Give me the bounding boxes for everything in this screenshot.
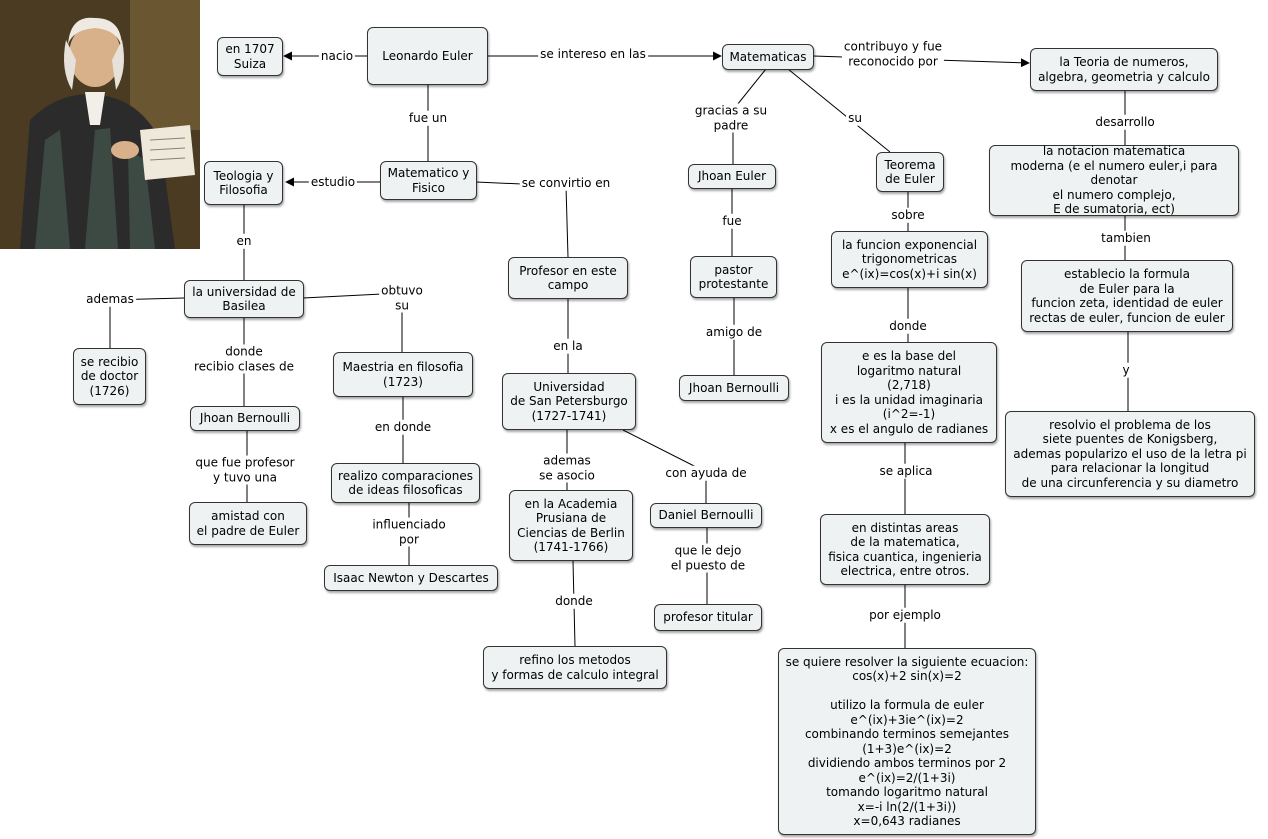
- node-teoria[interactable]: la Teoria de numeros, algebra, geometria…: [1030, 48, 1218, 91]
- link-label-intereso: se intereso en las: [538, 46, 648, 62]
- link-label-ademas: ademas: [84, 291, 136, 307]
- link-label-nacio: nacio: [318, 48, 356, 64]
- link-label-fue-un: fue un: [406, 110, 450, 126]
- node-academia-berlin[interactable]: en la Academia Prusiana de Ciencias de B…: [509, 490, 633, 561]
- node-comparaciones[interactable]: realizo comparaciones de ideas filosofic…: [331, 463, 480, 503]
- link-label-y: y: [1120, 362, 1132, 378]
- node-jhoan-bernoulli-2[interactable]: Jhoan Bernoulli: [679, 375, 789, 401]
- node-formula[interactable]: establecio la formula de Euler para la f…: [1021, 260, 1233, 332]
- node-konigsberg[interactable]: resolvio el problema de los siete puente…: [1005, 411, 1255, 497]
- link-label-dejo-puesto: que le dejo el puesto de: [668, 543, 748, 573]
- node-profesor[interactable]: Profesor en este campo: [508, 257, 628, 299]
- link-label-contribuyo: contribuyo y fue reconocido por: [841, 39, 945, 69]
- node-doctor[interactable]: se recibio de doctor (1726): [73, 348, 146, 405]
- link-label-convirtio: se convirtio en: [519, 175, 613, 191]
- node-matematico-fisico[interactable]: Matematico y Fisico: [380, 161, 477, 200]
- link-label-tambien: tambien: [1099, 230, 1153, 246]
- node-profesor-titular[interactable]: profesor titular: [654, 604, 762, 631]
- link-label-aplica: se aplica: [877, 463, 935, 479]
- link-label-amigo: amigo de: [703, 324, 765, 340]
- link-label-en-donde: en donde: [372, 419, 434, 435]
- node-matematicas[interactable]: Matematicas: [722, 44, 814, 70]
- node-funcion-exponencial[interactable]: la funcion exponencial trigonometricas e…: [831, 231, 988, 288]
- link-label-ademas-asocio: ademas se asocio: [537, 453, 597, 483]
- link-label-donde: donde: [553, 593, 595, 609]
- link-label-profesor-amistad: que fue profesor y tuvo una: [193, 455, 297, 485]
- leonhard-euler-portrait-icon: [0, 0, 200, 249]
- link-label-fue: fue: [720, 213, 744, 229]
- node-areas[interactable]: en distintas areas de la matematica, fis…: [820, 514, 990, 585]
- link-label-estudio: estudio: [308, 174, 358, 190]
- node-teologia[interactable]: Teologia y Filosofia: [204, 161, 283, 205]
- node-refino[interactable]: refino los metodos y formas de calculo i…: [483, 646, 667, 689]
- node-base-logaritmo[interactable]: e es la base del logaritmo natural (2,71…: [821, 342, 997, 443]
- link-label-gracias-padre: gracias a su padre: [692, 103, 770, 133]
- node-nacimiento[interactable]: en 1707 Suiza: [217, 37, 283, 76]
- node-amistad[interactable]: amistad con el padre de Euler: [189, 502, 307, 545]
- node-teorema[interactable]: Teorema de Euler: [876, 152, 944, 192]
- link-label-obtuvo: obtuvo su: [379, 283, 425, 313]
- link-label-su: su: [846, 110, 864, 126]
- node-universidad-basilea[interactable]: la universidad de Basilea: [184, 280, 304, 318]
- link-label-sobre: sobre: [889, 207, 927, 223]
- node-san-petersburgo[interactable]: Universidad de San Petersburgo (1727-174…: [502, 373, 636, 430]
- node-leonardo-euler[interactable]: Leonardo Euler: [367, 27, 488, 85]
- link-label-por-ejemplo: por ejemplo: [867, 607, 943, 623]
- link-label-donde-2: donde: [887, 318, 929, 334]
- node-daniel-bernoulli[interactable]: Daniel Bernoulli: [650, 503, 762, 528]
- link-label-desarrollo: desarrollo: [1093, 114, 1157, 130]
- link-label-en: en: [234, 233, 254, 249]
- link-label-donde-clases: donde recibio clases de: [191, 344, 297, 374]
- node-newton-descartes[interactable]: Isaac Newton y Descartes: [324, 565, 498, 591]
- link-label-influenciado: influenciado por: [370, 517, 448, 547]
- node-maestria[interactable]: Maestria en filosofia (1723): [333, 352, 473, 397]
- link-label-en-la: en la: [551, 338, 585, 354]
- node-notacion[interactable]: la notacion matematica moderna (e el num…: [989, 144, 1239, 216]
- euler-portrait: [0, 0, 200, 249]
- link-label-ayuda: con ayuda de: [663, 465, 749, 481]
- node-ejemplo[interactable]: se quiere resolver la siguiente ecuacion…: [778, 648, 1036, 835]
- node-jhoan-bernoulli[interactable]: Jhoan Bernoulli: [190, 406, 300, 431]
- node-jhoan-euler[interactable]: Jhoan Euler: [688, 164, 776, 189]
- node-pastor[interactable]: pastor protestante: [690, 256, 777, 298]
